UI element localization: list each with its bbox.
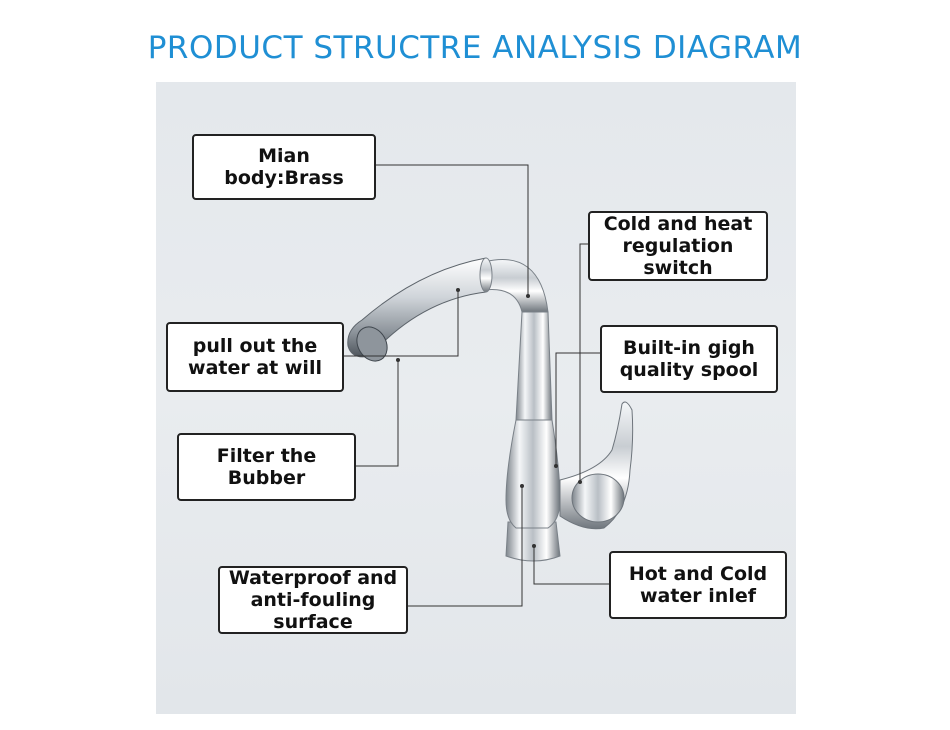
spout-nozzle [356,326,388,362]
label-pull-out-text: pull out the water at will [188,335,322,379]
label-filter-text: Filter the Bubber [216,445,317,489]
leader-dot [554,464,558,468]
label-regulation-switch: Cold and heat regulation switch [588,211,768,281]
label-main-body-text: Mian body:Brass [224,145,344,189]
faucet-base [505,521,561,562]
label-filter: Filter the Bubber [177,433,356,501]
faucet-neck [515,311,553,421]
leader-main-body [374,164,529,296]
leader-dot [532,544,536,548]
label-inlet: Hot and Cold water inlef [609,551,787,619]
spout-ring [479,257,493,293]
leader-dot [578,480,582,484]
leader-inlet [533,546,610,585]
leader-regulation-switch [579,243,588,482]
label-spool-text: Built-in gigh quality spool [619,337,759,381]
leader-filter [356,360,399,467]
handle-hub [571,473,625,523]
label-spool: Built-in gigh quality spool [600,325,778,393]
label-inlet-text: Hot and Cold water inlef [628,563,768,607]
label-surface-text: Waterproof and anti-fouling surface [228,567,398,633]
leader-dot [456,288,460,292]
faucet-arc [483,258,549,313]
label-main-body: Mian body:Brass [192,134,376,200]
leader-pull-out [344,290,459,357]
label-surface: Waterproof and anti-fouling surface [218,566,408,634]
label-pull-out: pull out the water at will [166,322,344,392]
pull-out-spout [347,257,487,358]
diagram-title: PRODUCT STRUCTRE ANALYSIS DIAGRAM [147,30,803,66]
leader-dot [526,294,530,298]
label-regulation-switch-text: Cold and heat regulation switch [603,213,753,279]
leader-dot [396,358,400,362]
leader-surface [408,486,523,607]
faucet-body [505,419,561,529]
leader-dot [520,484,524,488]
leader-spool [555,352,602,466]
